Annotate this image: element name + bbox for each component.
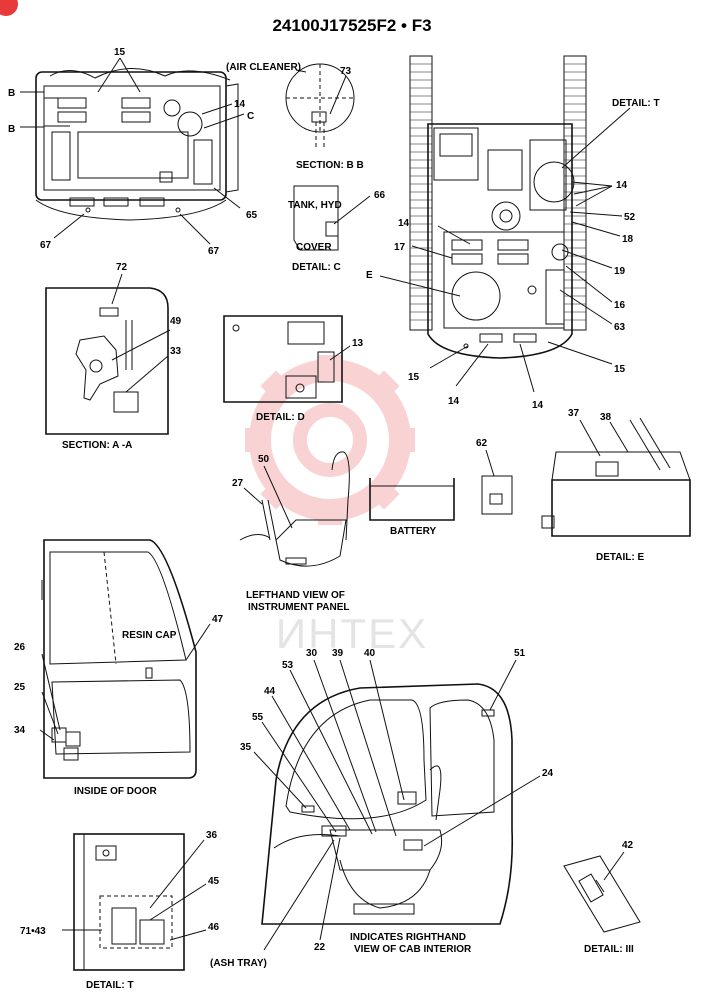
caption-detail-t-ref: DETAIL: T (612, 98, 660, 109)
callout-67-right: 67 (208, 246, 220, 257)
callout-72: 72 (116, 262, 128, 273)
callout-40: 40 (364, 648, 376, 659)
callout-27: 27 (232, 478, 244, 489)
callout-26: 26 (14, 642, 26, 653)
top-right-plan-view: DETAIL: T 14 52 18 14 17 19 E 16 63 15 1… (366, 55, 660, 411)
detail-t: 36 45 71•43 46 DETAIL: T (20, 830, 220, 991)
callout-24: 24 (542, 768, 554, 779)
detail-c: TANK, HYD 66 COVER DETAIL: C (288, 185, 386, 273)
callout-c: C (247, 111, 254, 122)
callout-14-c: 14 (448, 396, 460, 407)
caption-detail-c: DETAIL: C (292, 262, 341, 273)
callout-55: 55 (252, 712, 264, 723)
caption-cab-1: INDICATES RIGHTHAND (350, 932, 466, 943)
callout-16: 16 (614, 300, 626, 311)
caption-instrument-1: LEFTHAND VIEW OF (246, 590, 345, 601)
callout-19: 19 (614, 266, 626, 277)
callout-53: 53 (282, 660, 294, 671)
caption-detail-t: DETAIL: T (86, 980, 134, 991)
callout-14-top-left: 14 (234, 99, 246, 110)
door-view: RESIN CAP 47 26 25 34 INSIDE OF DOOR (14, 539, 224, 797)
callout-14-a: 14 (616, 180, 628, 191)
label-resin-cap: RESIN CAP (122, 630, 177, 641)
label-air-cleaner: (AIR CLEANER) (226, 62, 301, 73)
callout-73: 73 (340, 66, 352, 77)
detail-e: 37 38 DETAIL: E (541, 408, 691, 563)
callout-66: 66 (374, 190, 386, 201)
callout-35: 35 (240, 742, 252, 753)
callout-47: 47 (212, 614, 224, 625)
section-aa: 72 49 33 SECTION: A -A (45, 262, 182, 451)
caption-section-aa: SECTION: A -A (62, 440, 132, 451)
callout-46: 46 (208, 922, 220, 933)
detail-d: 13 DETAIL: D (223, 315, 364, 423)
section-bb: (AIR CLEANER) 73 SECTION: B B (226, 62, 364, 171)
callout-22: 22 (314, 942, 326, 953)
callout-15-b: 15 (614, 364, 626, 375)
callout-33: 33 (170, 346, 182, 357)
callout-44: 44 (264, 686, 276, 697)
callout-b-upper: B (8, 88, 15, 99)
caption-detail-iii: DETAIL: III (584, 944, 634, 955)
page-title: 24100J17525F2 • F3 (272, 16, 431, 35)
label-ash-tray: (ASH TRAY) (210, 958, 267, 969)
callout-37: 37 (568, 408, 580, 419)
cab-interior-view: 30 39 40 53 51 44 55 35 24 22 (ASH TRAY)… (210, 648, 554, 969)
callout-14-d: 14 (532, 400, 544, 411)
label-tank-hyd: TANK, HYD (288, 200, 342, 211)
caption-battery: BATTERY (390, 526, 436, 537)
callout-14-b: 14 (398, 218, 410, 229)
callout-62: 62 (476, 438, 488, 449)
caption-inside-door: INSIDE OF DOOR (74, 786, 158, 797)
caption-instrument-2: INSTRUMENT PANEL (248, 602, 349, 613)
callout-63: 63 (614, 322, 626, 333)
callout-38: 38 (600, 412, 612, 423)
instrument-panel-view: 50 27 LEFTHAND VIEW OF INSTRUMENT PANEL (232, 451, 350, 613)
caption-section-bb: SECTION: B B (296, 160, 364, 171)
watermark-text: ИНТЕХ (276, 610, 428, 657)
callout-15-top-left: 15 (114, 47, 126, 58)
callout-b-lower: B (8, 124, 15, 135)
callout-e: E (366, 270, 373, 281)
callout-65: 65 (246, 210, 258, 221)
callout-51: 51 (514, 648, 526, 659)
callout-52: 52 (624, 212, 636, 223)
caption-detail-d: DETAIL: D (256, 412, 305, 423)
callout-17: 17 (394, 242, 406, 253)
callout-36: 36 (206, 830, 218, 841)
callout-30: 30 (306, 648, 318, 659)
callout-15-a: 15 (408, 372, 420, 383)
callout-39: 39 (332, 648, 344, 659)
battery-view: 62 BATTERY (369, 438, 513, 537)
callout-71-43: 71•43 (20, 926, 46, 937)
detail-iii: 42 DETAIL: III (563, 840, 641, 955)
caption-detail-e: DETAIL: E (596, 552, 644, 563)
callout-49: 49 (170, 316, 182, 327)
callout-42: 42 (622, 840, 634, 851)
callout-18: 18 (622, 234, 634, 245)
corner-badge (0, 0, 18, 16)
callout-67-left: 67 (40, 240, 52, 251)
label-cover: COVER (296, 242, 332, 253)
caption-cab-2: VIEW OF CAB INTERIOR (354, 944, 472, 955)
callout-34: 34 (14, 725, 26, 736)
callout-50: 50 (258, 454, 270, 465)
callout-13: 13 (352, 338, 364, 349)
top-left-plan-view: 15 B B 14 C 65 67 67 (8, 47, 258, 257)
callout-45: 45 (208, 876, 220, 887)
callout-25: 25 (14, 682, 26, 693)
